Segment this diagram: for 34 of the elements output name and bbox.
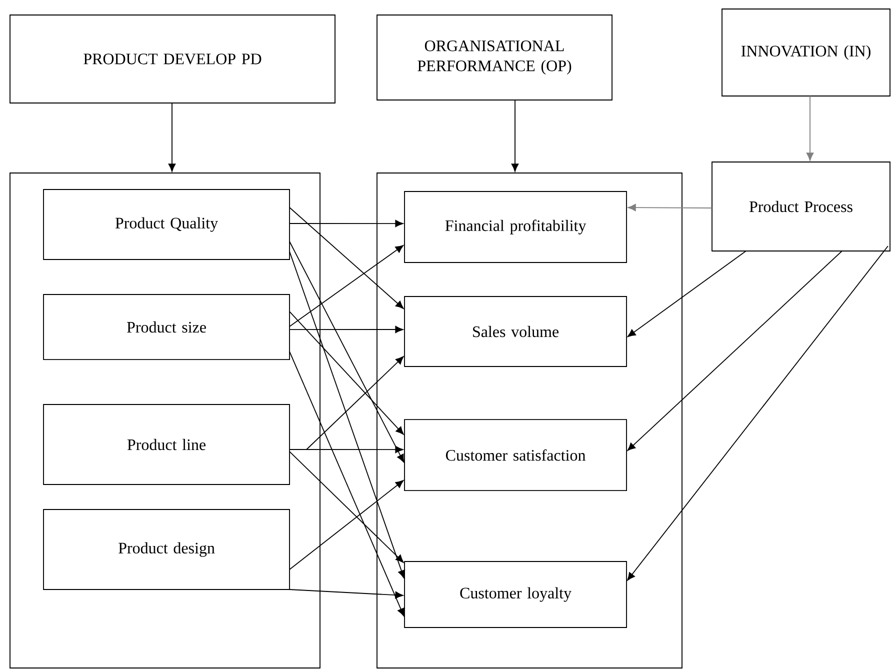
header-box: ORGANISATIONAL PERFORMANCE (OP) bbox=[376, 14, 612, 100]
header-box: PRODUCT DEVELOP PD bbox=[10, 14, 336, 104]
arrow bbox=[306, 356, 404, 450]
arrow bbox=[289, 446, 404, 454]
arrow bbox=[168, 102, 176, 172]
arrow bbox=[511, 100, 519, 172]
arrow bbox=[289, 451, 404, 563]
arrow bbox=[289, 207, 404, 309]
arrow bbox=[289, 589, 404, 599]
group-box bbox=[10, 172, 320, 668]
arrow bbox=[627, 246, 888, 581]
arrow bbox=[806, 96, 814, 161]
factor-box: Product size bbox=[43, 294, 290, 360]
outcome-box: Financial profitability bbox=[404, 191, 627, 263]
arrow bbox=[289, 326, 404, 334]
outcome-box: Customer loyalty bbox=[404, 561, 627, 628]
arrow bbox=[627, 250, 746, 337]
arrow bbox=[627, 250, 842, 451]
factor-box: Product design bbox=[43, 509, 290, 590]
arrow bbox=[289, 241, 404, 462]
header-box: INNOVATION (IN) bbox=[722, 8, 890, 96]
process-box: Product Process bbox=[712, 162, 890, 252]
arrow bbox=[289, 311, 404, 435]
arrow bbox=[289, 480, 404, 570]
factor-box: Product line bbox=[43, 404, 290, 485]
arrow bbox=[289, 351, 404, 616]
arrow bbox=[628, 204, 712, 212]
arrow bbox=[289, 251, 406, 578]
outcome-box: Customer satisfaction bbox=[404, 419, 627, 491]
group-box bbox=[376, 172, 682, 668]
outcome-box: Sales volume bbox=[404, 296, 627, 367]
arrow bbox=[289, 220, 404, 228]
factor-box: Product Quality bbox=[43, 189, 290, 260]
arrow bbox=[289, 245, 404, 327]
